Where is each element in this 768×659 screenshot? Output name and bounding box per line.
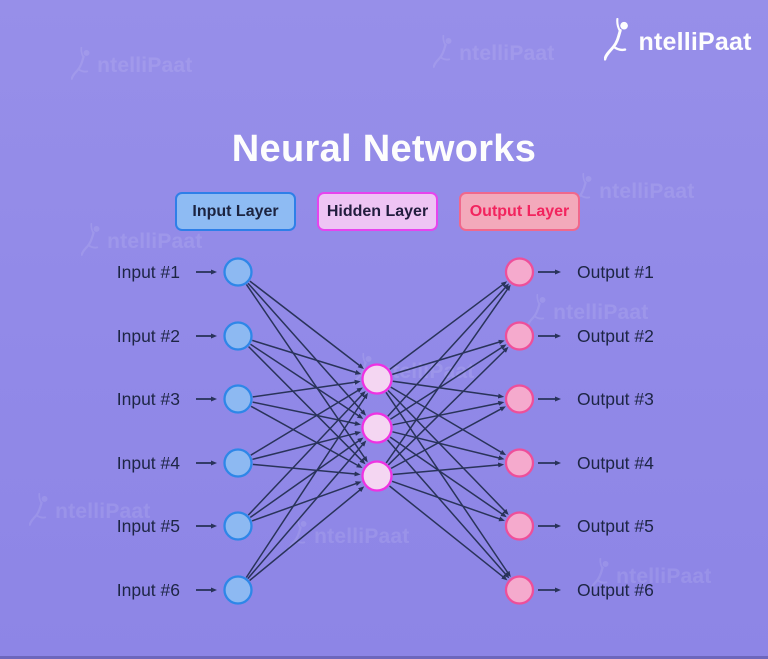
legend-hidden-label: Hidden Layer xyxy=(326,202,429,220)
input-node-2 xyxy=(223,321,253,351)
connection-edge xyxy=(247,440,367,580)
connection-edge xyxy=(391,480,505,522)
connection-edge xyxy=(392,380,505,399)
input-label-3: Input #3 xyxy=(117,389,180,409)
page-title: Neural Networks xyxy=(231,128,537,171)
hidden-node-1 xyxy=(361,363,393,395)
connection-edge xyxy=(247,282,367,416)
connection-edge xyxy=(252,463,361,477)
legend-input-layer: Input Layer xyxy=(175,192,296,231)
output-label-4: Output #4 xyxy=(577,453,654,473)
connection-edge xyxy=(389,485,508,581)
input-node-6 xyxy=(223,575,253,605)
hidden-node-3 xyxy=(361,460,393,492)
legend-hidden-layer: Hidden Layer xyxy=(317,192,438,231)
connection-edge xyxy=(252,339,362,375)
connection-edge xyxy=(252,379,361,398)
output-label-5: Output #5 xyxy=(577,516,654,536)
output-label-3: Output #3 xyxy=(577,389,654,409)
output-node-4 xyxy=(504,448,535,478)
output-node-2 xyxy=(504,321,535,351)
connection-edge xyxy=(389,281,508,370)
connection-edge xyxy=(392,400,505,426)
connection-edge xyxy=(392,462,505,476)
legend-input-label: Input Layer xyxy=(192,202,279,220)
connection-edge xyxy=(250,387,363,456)
connection-edge xyxy=(392,339,505,376)
input-node-5 xyxy=(223,511,253,541)
output-node-5 xyxy=(504,511,535,541)
input-label-6: Input #6 xyxy=(117,580,180,600)
connection-edge xyxy=(245,392,368,578)
connection-edge xyxy=(385,284,511,464)
input-node-3 xyxy=(223,384,253,414)
connection-edge xyxy=(390,406,506,470)
output-label-1: Output #1 xyxy=(577,262,654,282)
output-label-6: Output #6 xyxy=(577,580,654,600)
connection-edge xyxy=(248,346,366,465)
legend-output-layer: Output Layer xyxy=(459,192,580,231)
output-node-3 xyxy=(504,384,535,414)
connection-edge xyxy=(252,401,361,426)
connection-edge xyxy=(247,390,366,516)
logo-wordmark: ntelliPaat xyxy=(638,28,752,56)
connection-edge xyxy=(251,481,362,522)
connection-edge xyxy=(389,344,507,420)
legend: Input Layer Hidden Layer Output Layer xyxy=(175,192,580,231)
connection-edge xyxy=(387,346,509,466)
input-label-2: Input #2 xyxy=(117,326,180,346)
connection-edge xyxy=(387,283,510,417)
connection-edge xyxy=(387,439,510,579)
input-label-4: Input #4 xyxy=(117,453,181,473)
connection-edge xyxy=(249,486,365,582)
connection-edge xyxy=(390,386,507,456)
intellipaat-logo: ntelliPaat xyxy=(604,18,752,62)
connection-edge xyxy=(250,343,364,419)
legend-output-label: Output Layer xyxy=(469,202,570,220)
connection-edge xyxy=(245,283,368,463)
output-node-6 xyxy=(504,575,535,605)
hidden-node-2 xyxy=(361,412,393,444)
connection-edge xyxy=(250,405,363,469)
input-node-4 xyxy=(223,448,253,478)
bottom-edge-shade xyxy=(0,656,768,659)
connection-edge xyxy=(249,280,364,369)
connection-edge xyxy=(387,389,509,515)
connection-edge xyxy=(389,436,507,518)
connection-edge xyxy=(392,431,505,461)
connection-edge xyxy=(249,437,364,519)
output-node-1 xyxy=(504,257,535,287)
input-label-5: Input #5 xyxy=(117,516,180,536)
input-node-1 xyxy=(223,257,253,287)
input-label-1: Input #1 xyxy=(117,262,180,282)
output-label-2: Output #2 xyxy=(577,326,654,346)
